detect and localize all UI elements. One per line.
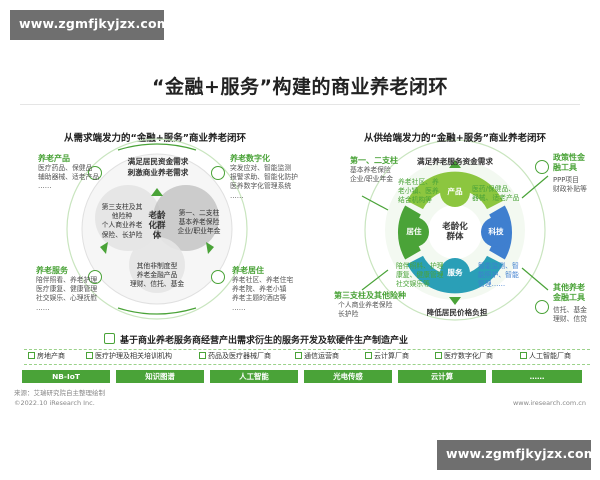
left-top-label-2: 刺激商业养老需求 <box>127 168 189 177</box>
industry-icon <box>104 333 115 344</box>
watermark-top: www.zgmfjkyjzx.com <box>10 10 170 40</box>
right-center-disc <box>428 205 482 259</box>
right-arrow-right <box>521 175 549 199</box>
right-node-top-bg <box>440 177 470 207</box>
right-bl-title: 第三支柱及其他险种 <box>334 291 406 300</box>
monitor-icon <box>435 352 442 359</box>
left-inner-bottom-text: 其他非制度型 养老金融产品 理财、信托、基金 <box>129 262 185 289</box>
right-far-bot-body: 信托、基金 理财、信贷 <box>553 306 587 324</box>
left-panel-tr-body: 突发应对、智能监测 报警求助、智能化防护 医养数字化管理系统 …… <box>230 164 298 200</box>
right-service-desc: 陪伴照料、护理 康复、健康管理 社交娱乐等 <box>396 262 444 289</box>
medical-icon <box>86 352 93 359</box>
left-panel-br-title: 养老居住 <box>232 266 264 275</box>
industry-item-pharma: 药品及医疗器械厂商 <box>199 351 271 361</box>
left-top-label-1: 满足居民资金需求 <box>127 157 189 166</box>
industry-row <box>24 349 590 365</box>
service-icon <box>88 270 102 284</box>
page-title: “金融+服务”构建的商业养老闭环 <box>152 76 448 98</box>
industry-item-medical-care: 医疗护理及相关培训机构 <box>86 351 172 361</box>
tech-tag-more: …… <box>492 370 582 383</box>
right-outer-ring <box>364 139 546 321</box>
right-housing-desc: 养老社区、养 老小镇、医养 结合机构等 <box>398 178 439 205</box>
industry-header: 基于商业养老服务商经营产出需求衍生的服务开发及软硬件生产制造产业 <box>120 336 409 346</box>
right-arrowhead-top <box>449 160 461 168</box>
right-arrowhead-bottom <box>449 297 461 305</box>
left-arrow-top <box>117 143 197 151</box>
industry-item-telecom: 通信运营商 <box>295 351 339 361</box>
right-node-right: 科技 <box>488 227 504 236</box>
right-far-bot-title: 其他养老 金融工具 <box>553 283 585 303</box>
finance-tools-icon <box>535 300 549 314</box>
left-arrowhead-rt <box>206 242 214 254</box>
left-arrowhead-up <box>151 188 163 196</box>
policy-icon <box>535 160 549 174</box>
building-icon <box>28 352 35 359</box>
right-bottom-label: 降低居民价格负担 <box>426 308 488 317</box>
right-tl-body: 基本养老保险 企业/职业年金 <box>350 166 394 184</box>
product-icon <box>88 166 102 180</box>
right-node-top: 产品 <box>447 187 463 196</box>
left-inner-circle-bottom <box>129 237 185 293</box>
tech-tag-photoelectric: 光电传感 <box>304 370 392 383</box>
left-inner-circle-left <box>95 185 161 251</box>
right-top-label: 满足养老服务资金需求 <box>417 157 493 166</box>
left-panel-tr-title: 养老数字化 <box>230 154 270 163</box>
left-panel-tl-title: 养老产品 <box>38 154 70 163</box>
left-panel-bl-body: 陪伴照看、养老护理 医疗康复、健康管理 社交娱乐、心理抚慰 …… <box>36 276 98 312</box>
left-center-label: 老龄 化群 体 <box>148 211 166 241</box>
left-inner-left-text: 第三支柱及其 他险种 个人商业养老 保险、长护险 <box>101 203 143 239</box>
right-node-left-bg <box>399 217 429 247</box>
left-inner-circle-right <box>153 185 219 251</box>
right-arrow-left <box>361 195 389 211</box>
housing-icon <box>211 270 225 284</box>
right-product-desc: 医药/保健品、 器械、适老产品 <box>472 185 520 203</box>
left-panel-bl-title: 养老服务 <box>36 266 68 275</box>
tech-tag-nbiot: NB-IoT <box>22 370 110 383</box>
footer-url: www.iresearch.com.cn <box>512 399 586 407</box>
chip-icon <box>520 352 527 359</box>
title-divider <box>20 104 580 105</box>
industry-item-real-estate: 房地产商 <box>28 351 65 361</box>
cloud-icon <box>365 352 372 359</box>
left-arrow-bottom <box>117 307 197 315</box>
right-tech-desc: 智能监测、智 能照护、智能 管理…… <box>478 262 519 289</box>
watermark-bottom: www.zgmfjkyjzx.com <box>437 440 597 470</box>
right-node-right-bg <box>481 217 511 247</box>
digital-icon <box>211 166 225 180</box>
pill-icon <box>199 352 206 359</box>
right-subtitle: 从供给端发力的“金融+服务”商业养老闭环 <box>364 133 546 144</box>
source-note: 来源：艾瑞研究院自主整理绘制 <box>14 389 105 397</box>
right-far-top-body: PPP项目 财政补贴等 <box>553 176 587 194</box>
tech-tag-ai: 人工智能 <box>210 370 298 383</box>
left-inner-right-text: 第一、二支柱 基本养老保险 企业/职业年金 <box>177 209 221 236</box>
right-node-left: 居住 <box>406 227 422 236</box>
right-node-bottom-bg <box>440 258 470 288</box>
left-panel-tl-body: 医疗药品、保健品 辅助器械、适老产品 …… <box>38 164 100 191</box>
left-outer-ring <box>66 138 248 320</box>
copyright: ©2022.10 iResearch Inc. <box>14 399 95 407</box>
right-tl-title: 第一、二支柱 <box>350 156 398 165</box>
right-arrow-left2 <box>361 269 389 291</box>
right-arrow-right2 <box>521 267 549 291</box>
signal-icon <box>295 352 302 359</box>
tech-tag-cloud: 云计算 <box>398 370 486 383</box>
right-node-bottom: 服务 <box>447 268 463 277</box>
industry-item-ai: 人工智能厂商 <box>520 351 571 361</box>
left-arrowhead-lt <box>100 242 108 254</box>
right-center-label: 老龄化 群体 <box>442 222 468 243</box>
industry-item-med-digital: 医疗数字化厂商 <box>435 351 493 361</box>
industry-item-cloud: 云计算厂商 <box>365 351 409 361</box>
tech-tag-knowledge-graph: 知识图谱 <box>116 370 204 383</box>
left-panel-br-body: 养老社区、养老住宅 养老院、养老小镇 养老主题的酒店等 …… <box>232 276 294 312</box>
right-far-top-title: 政策性金 融工具 <box>553 153 585 173</box>
right-bl-body: 个人商业养老保险 长护险 <box>338 301 393 319</box>
